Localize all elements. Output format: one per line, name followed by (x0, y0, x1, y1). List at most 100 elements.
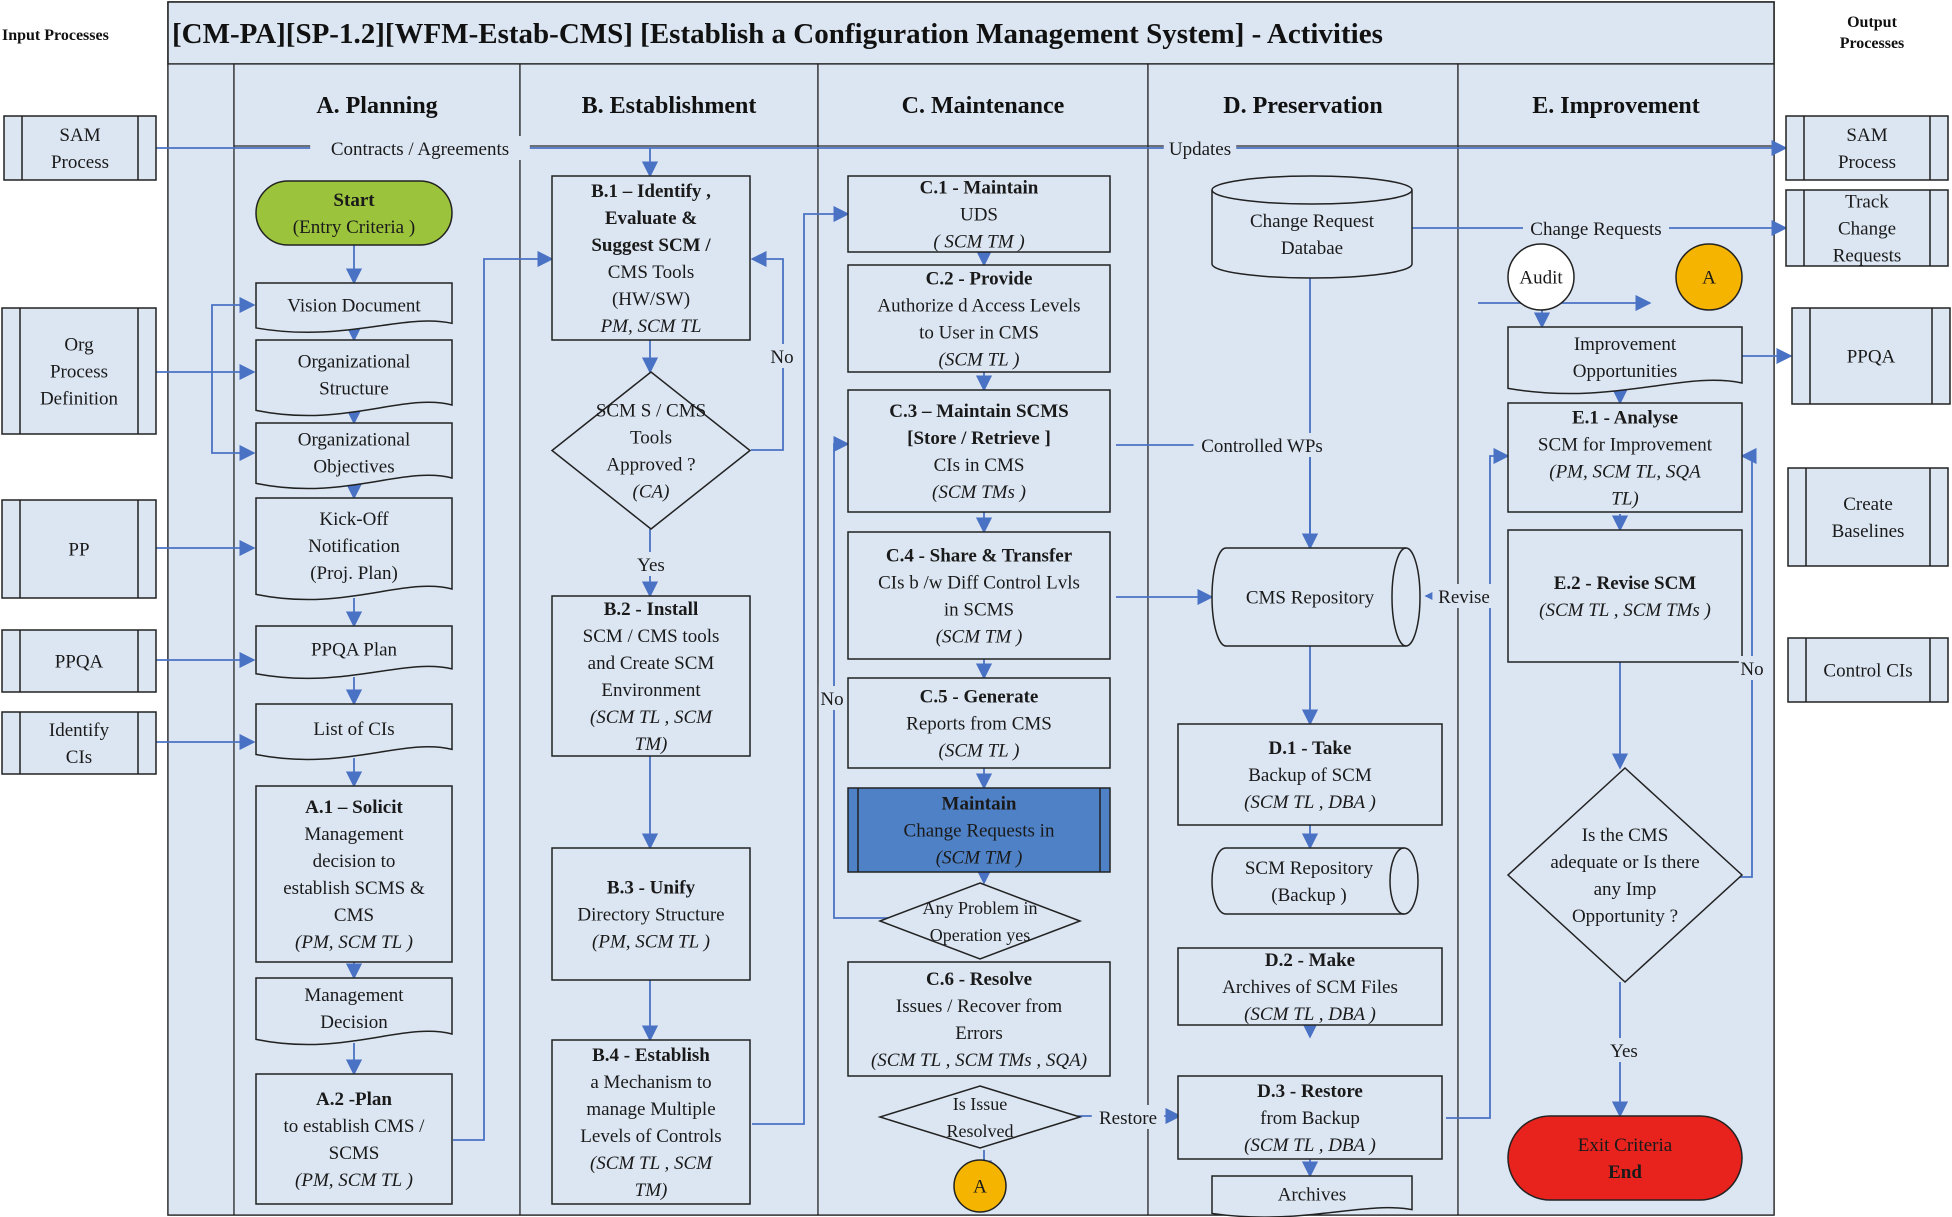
lane-header (1457, 63, 1775, 147)
node-text-line: C.2 - Provide (926, 269, 1033, 290)
lane-header (817, 63, 1149, 147)
node-text-line: Process (50, 362, 108, 383)
node-text-line: Suggest SCM / (591, 235, 711, 256)
node-text-line: TM) (635, 734, 668, 755)
input-process-pp: PP (1, 499, 157, 599)
svg-text:Yes: Yes (1610, 1041, 1638, 1062)
output-processes-label-1: Output (1847, 14, 1897, 31)
connector-line (211, 296, 256, 372)
node-text-line: Is the CMS (1582, 825, 1669, 846)
node-text-line: Change Requests in (904, 821, 1055, 842)
node-text-line: from Backup (1260, 1108, 1360, 1129)
node-text-line: CIs b /w Diff Control Lvls (878, 573, 1080, 594)
node-text-line: Structure (319, 378, 389, 399)
node-text-line: SAM (1846, 125, 1887, 146)
node-text-line: Definition (40, 389, 119, 410)
node-text-line: CIs (66, 747, 92, 768)
node-text-line: and Create SCM (588, 653, 715, 674)
node-text-line: CMS Tools (608, 262, 695, 283)
node-c3: C.3 – Maintain SCMS[Store / Retrieve ]CI… (847, 389, 1111, 513)
node-text-line: E.2 - Revise SCM (1554, 573, 1697, 594)
node-text-line: B.1 – Identify , (591, 181, 711, 202)
diagram-title: [CM-PA][SP-1.2][WFM-Estab-CMS] [Establis… (172, 18, 1383, 50)
node-text-line: PPQA (55, 652, 104, 673)
lane-title: A. Planning (316, 93, 437, 119)
node-text-line: C.5 - Generate (920, 687, 1039, 708)
node-text-line: (SCM TMs ) (932, 482, 1026, 503)
node-text-line: Improvement (1574, 334, 1677, 355)
svg-text:Updates: Updates (1169, 139, 1231, 160)
node-text-line: (CA) (633, 482, 670, 503)
node-text-line: Operation yes (930, 925, 1030, 945)
node-text-line: Vision Document (287, 295, 421, 316)
node-text-line: Change (1838, 219, 1896, 240)
node-text-line: (SCM TL , SCM TMs ) (1539, 600, 1711, 621)
node-text-line: (SCM TL , SCM TMs , SQA) (871, 1050, 1087, 1071)
node-text-line: C.1 - Maintain (920, 178, 1039, 199)
svg-text:Controlled WPs: Controlled WPs (1201, 436, 1323, 457)
node-ppqa-plan: PPQA Plan (255, 625, 453, 680)
node-text-line: Change Request (1250, 211, 1375, 232)
node-text-line: TM) (635, 1180, 668, 1201)
svg-text:No: No (770, 347, 793, 368)
edge-label-yes-e: Yes (1606, 1038, 1642, 1062)
node-text-line: D.2 - Make (1265, 950, 1355, 971)
edge-label-updates: Updates (1163, 136, 1237, 160)
node-start: Start(Entry Criteria ) (255, 180, 453, 246)
node-text-line: Exit Criteria (1578, 1135, 1673, 1156)
node-text-line: C.4 - Share & Transfer (886, 546, 1073, 567)
node-text-line: Organizational (298, 351, 411, 372)
input-processes-label: Input Processes (2, 27, 109, 44)
connector-line (1446, 447, 1510, 1119)
node-text-line: Control CIs (1823, 661, 1912, 682)
node-text-line: Databae (1281, 238, 1343, 259)
node-text-line: Archives (1278, 1185, 1347, 1206)
edge-label-contracts: Contracts / Agreements (310, 136, 530, 160)
node-text-line: Approved ? (606, 455, 695, 476)
node-text-line: Notification (308, 536, 400, 557)
node-text-line: Opportunity ? (1572, 906, 1678, 927)
node-text-line: E.1 - Analyse (1572, 408, 1678, 429)
node-text-line: TL) (1611, 489, 1638, 510)
node-text-line: Requests (1833, 246, 1902, 267)
node-text-line: (PM, SCM TL ) (295, 932, 413, 953)
edge-label-no-e: No (1738, 656, 1766, 680)
node-text-line: (SCM TL , SCM (590, 707, 713, 728)
node-text-line: Evaluate & (605, 208, 697, 229)
edge-label-controlled: Controlled WPs (1193, 433, 1331, 457)
node-text-line: (Backup ) (1271, 885, 1346, 906)
node-text-line: SCMS (329, 1143, 380, 1164)
node-text-line: to establish CMS / (284, 1116, 426, 1137)
node-text-line: Management (304, 985, 404, 1006)
connector-line (211, 372, 256, 462)
lane-title: D. Preservation (1223, 93, 1383, 119)
node-text-line: Issues / Recover from (896, 996, 1062, 1017)
svg-text:Restore: Restore (1099, 1108, 1157, 1129)
svg-text:No: No (1740, 659, 1763, 680)
node-text-line: (Entry Criteria ) (293, 217, 415, 238)
node-text-line: (PM, SCM TL ) (295, 1170, 413, 1191)
edge-label-restore: Restore (1091, 1105, 1165, 1129)
node-text-line: Organizational (298, 429, 411, 450)
